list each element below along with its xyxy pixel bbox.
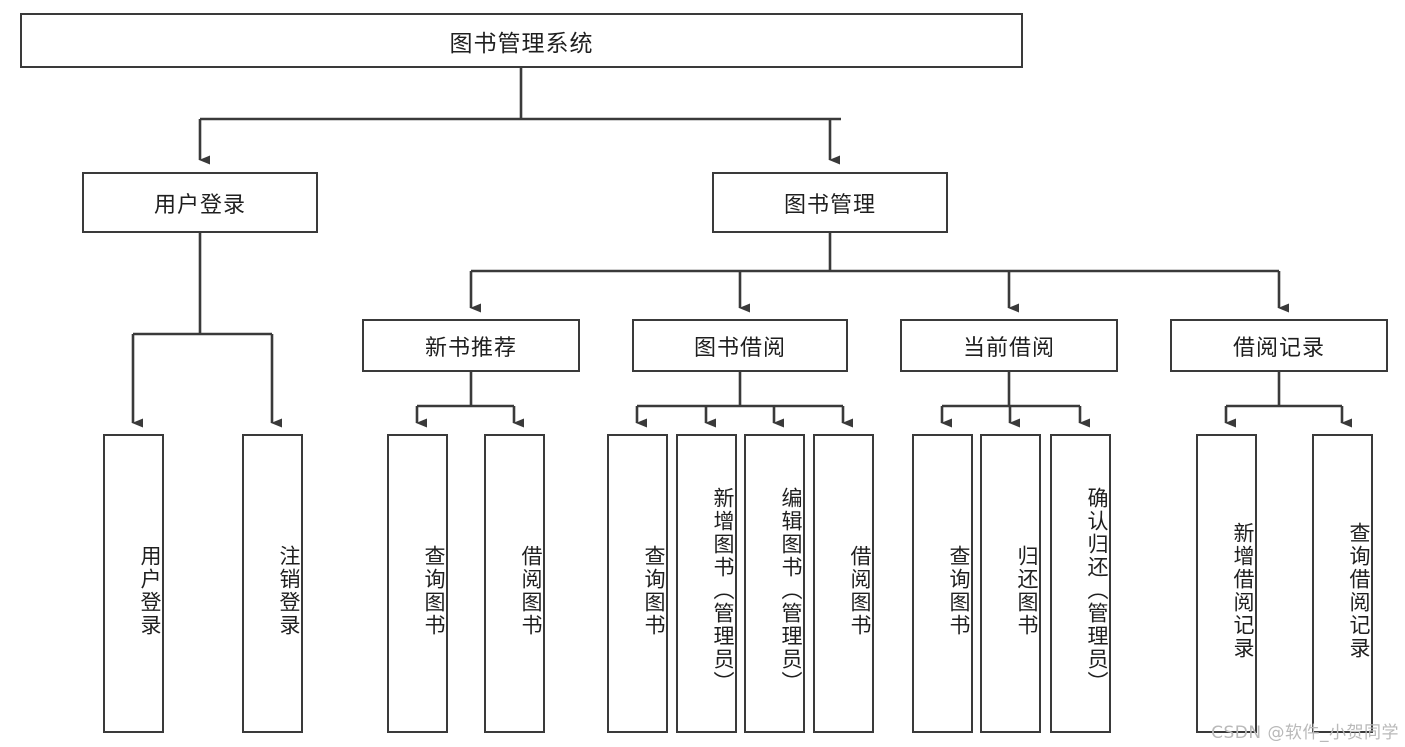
node-new-book-recommend[interactable]: 新书推荐 [362,319,580,372]
node-label: 注销登录 [277,544,301,637]
leaf-new-book-borrow[interactable]: 借阅图书 [484,434,545,733]
leaf-new-book-query[interactable]: 查询图书 [387,434,448,733]
leaf-current-borrow-query[interactable]: 查询图书 [912,434,973,733]
leaf-book-borrow-add[interactable]: 新增图书（管理员） [676,434,737,733]
node-label: 查询借阅记录 [1347,521,1371,660]
leaf-borrow-record-add[interactable]: 新增借阅记录 [1196,434,1257,733]
node-label: 确认归还（管理员） [1085,487,1109,694]
leaf-current-borrow-return[interactable]: 归还图书 [980,434,1041,733]
node-label: 新增借阅记录 [1231,521,1255,660]
node-label: 借阅图书 [848,544,872,637]
node-label: 用户登录 [153,192,246,218]
node-book-management[interactable]: 图书管理 [712,172,948,233]
node-label: 图书管理 [783,192,876,218]
node-label: 图书管理系统 [449,30,594,57]
node-label: 借阅图书 [519,544,543,637]
node-root-book-management-system[interactable]: 图书管理系统 [20,13,1023,68]
watermark-text: CSDN @软件_小贺同学 [1211,723,1399,743]
node-label: 用户登录 [138,544,162,637]
node-book-borrow[interactable]: 图书借阅 [632,319,848,372]
node-label: 查询图书 [422,544,446,637]
node-label: 新增图书（管理员） [711,487,735,694]
node-label: 图书借阅 [693,335,786,361]
node-label: 归还图书 [1015,544,1039,637]
leaf-book-borrow-borrow[interactable]: 借阅图书 [813,434,874,733]
node-label: 新书推荐 [424,335,517,361]
node-label: 查询图书 [947,544,971,637]
node-label: 借阅记录 [1232,335,1325,361]
leaf-user-login-signout[interactable]: 注销登录 [242,434,303,733]
node-label: 查询图书 [642,544,666,637]
node-user-login[interactable]: 用户登录 [82,172,318,233]
leaf-borrow-record-query[interactable]: 查询借阅记录 [1312,434,1373,733]
leaf-user-login-signin[interactable]: 用户登录 [103,434,164,733]
leaf-book-borrow-edit[interactable]: 编辑图书（管理员） [744,434,805,733]
node-label: 当前借阅 [962,335,1055,361]
leaf-book-borrow-query[interactable]: 查询图书 [607,434,668,733]
node-label: 编辑图书（管理员） [779,487,803,694]
node-current-borrow[interactable]: 当前借阅 [900,319,1118,372]
leaf-current-borrow-confirm-return[interactable]: 确认归还（管理员） [1050,434,1111,733]
node-borrow-record[interactable]: 借阅记录 [1170,319,1388,372]
